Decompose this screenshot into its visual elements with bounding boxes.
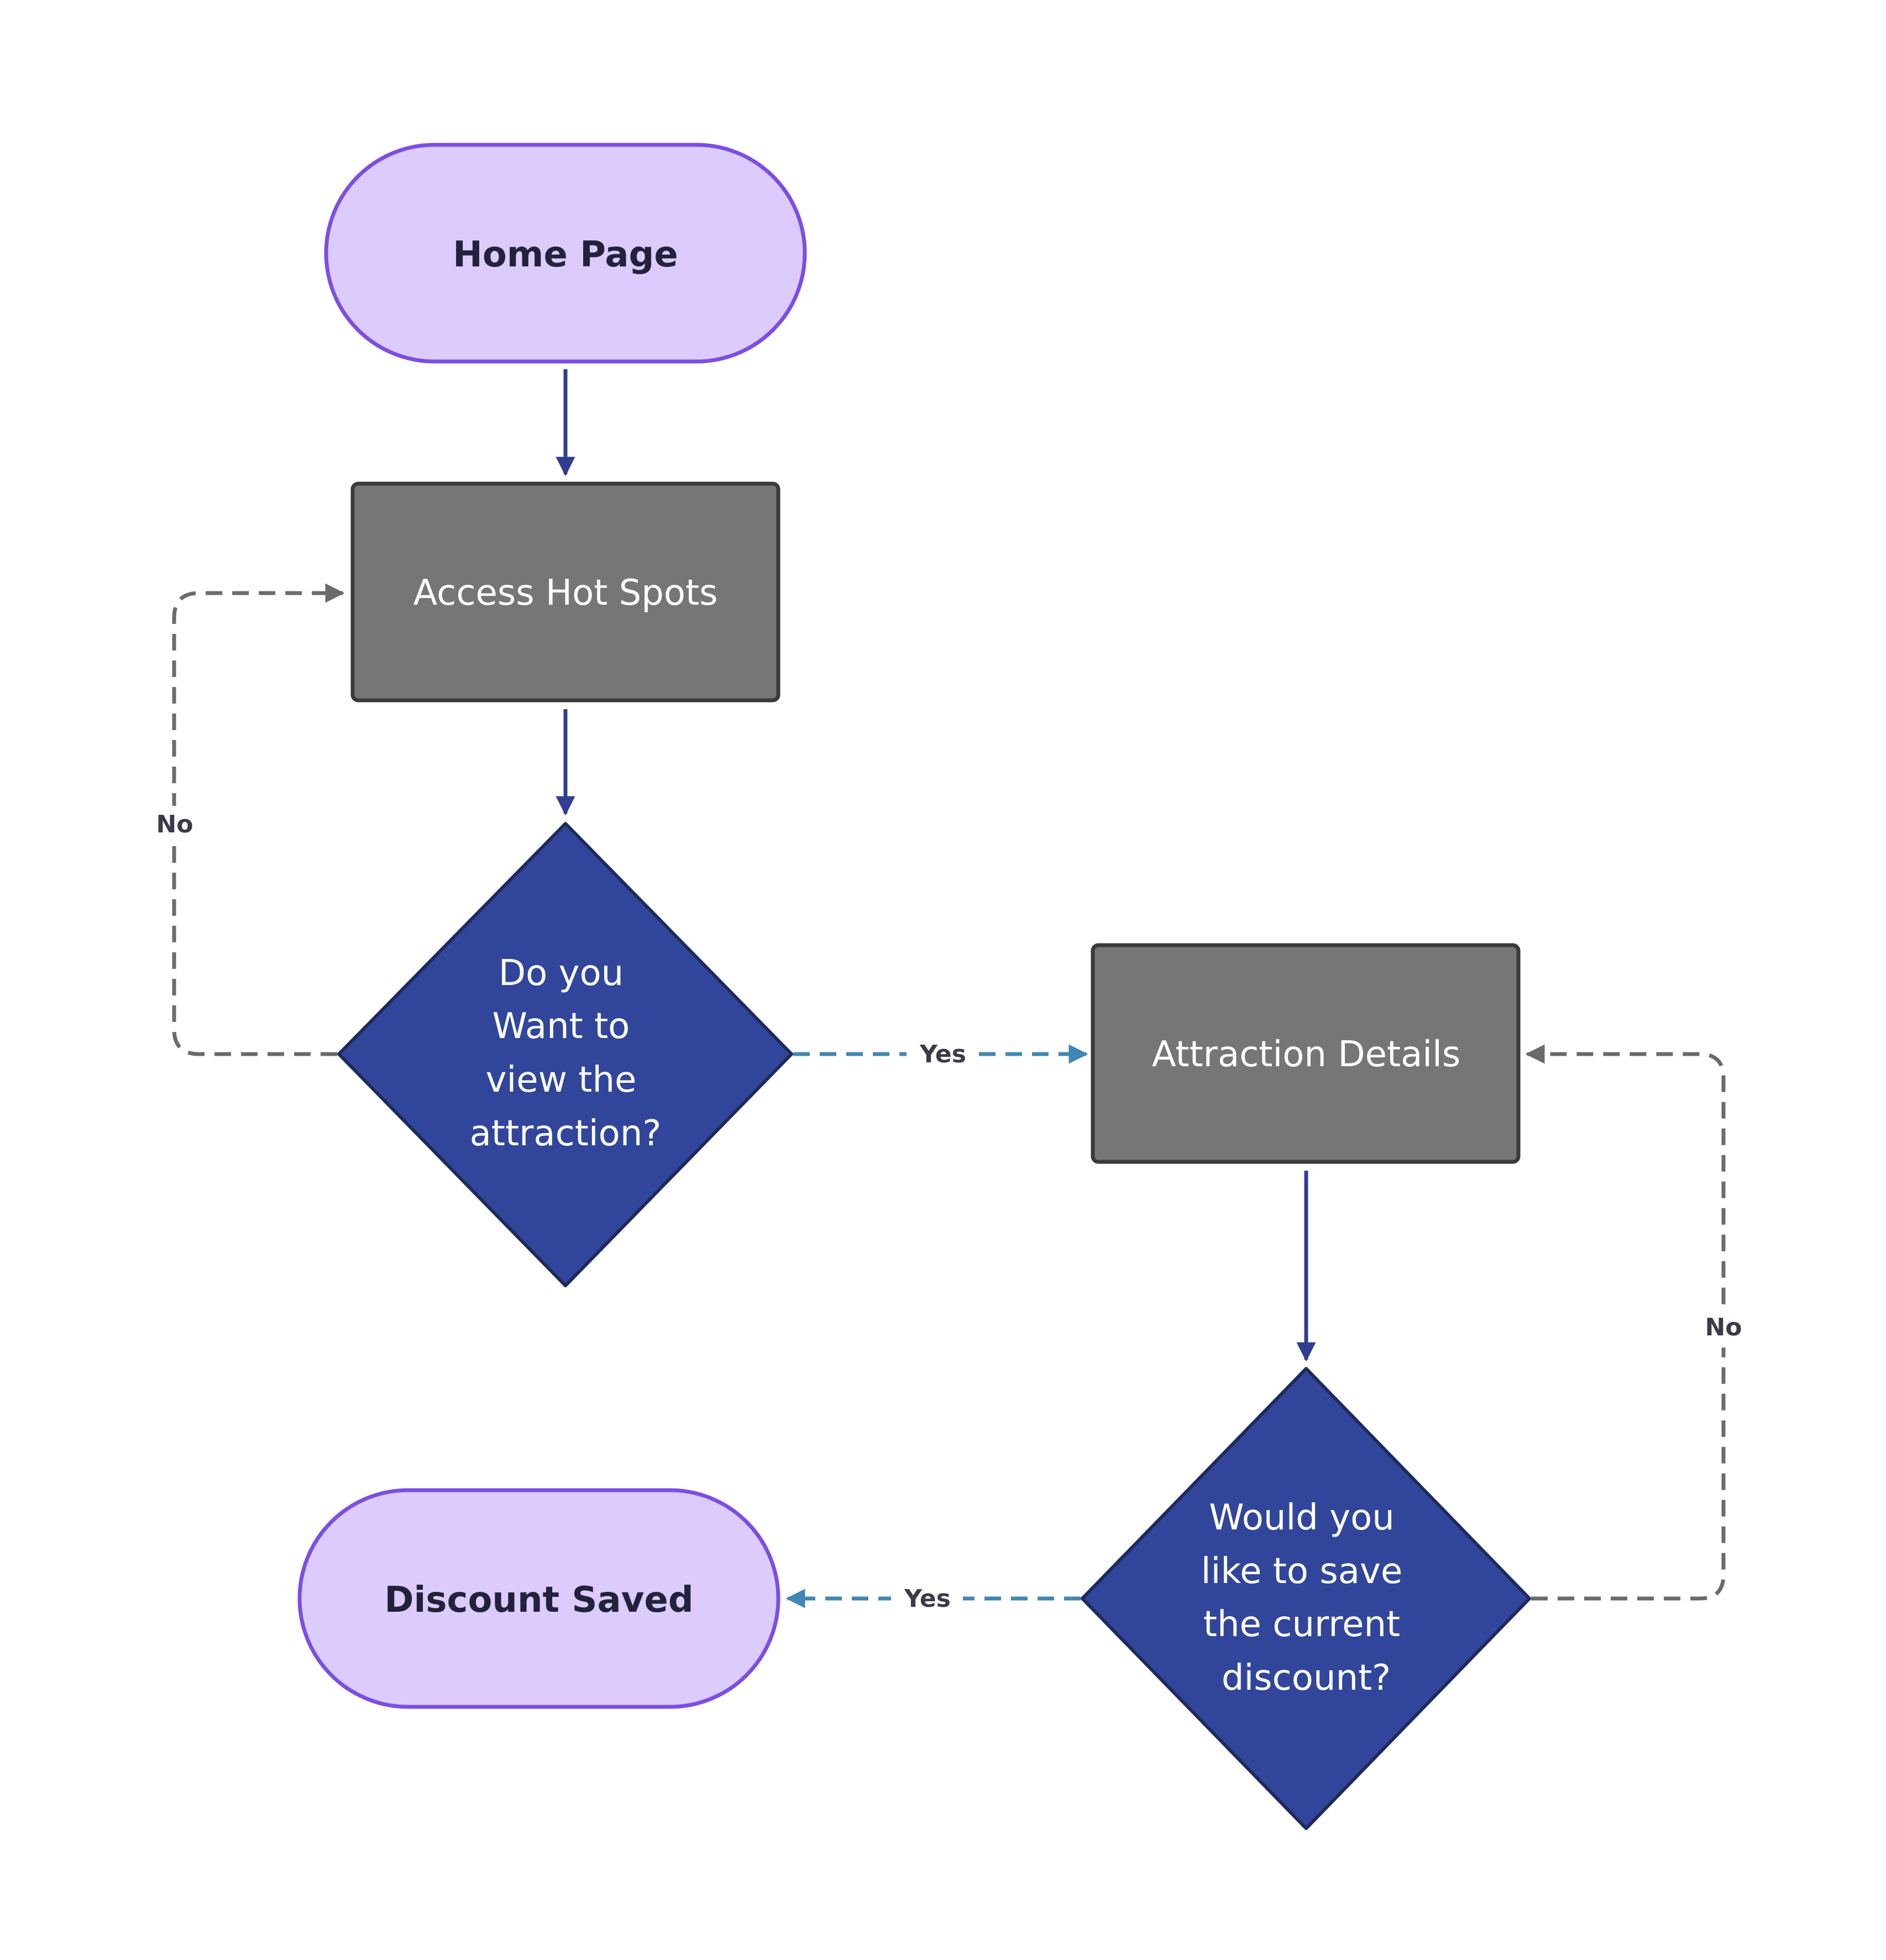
access-hot-spots-label: Access Hot Spots [413,573,718,614]
attraction-details-label: Attraction Details [1152,1034,1460,1075]
edge-label-save-no: No [1705,1313,1742,1341]
decision-1-line-3: view the [486,1060,637,1100]
decision-2-line-4: discount? [1222,1658,1391,1699]
arrow-save-no-loop [1525,1044,1726,1601]
decision-1-line-4: attraction? [470,1113,662,1154]
decision-2-line-1: Would you [1209,1497,1395,1538]
discount-saved-label: Discount Saved [384,1580,693,1621]
edge-label-view-yes: Yes [919,1040,966,1068]
home-page-label: Home Page [453,234,678,275]
node-home-page: Home Page [324,143,807,364]
decision-2-line-2: like to save [1201,1551,1402,1592]
edge-label-save-yes: Yes [904,1585,951,1613]
decision-2-line-3: the current [1203,1604,1400,1645]
node-save-discount-decision: Would you like to save the current disco… [1081,1367,1531,1830]
decision-1-line-2: Want to [493,1006,630,1047]
edge-label-view-no: No [156,810,193,838]
decision-1-line-1: Do you [499,953,624,994]
node-attraction-details: Attraction Details [1091,943,1521,1164]
node-view-attraction-decision: Do you Want to view the attraction? [337,822,793,1287]
node-access-hot-spots: Access Hot Spots [350,481,780,703]
node-discount-saved: Discount Saved [297,1488,780,1709]
